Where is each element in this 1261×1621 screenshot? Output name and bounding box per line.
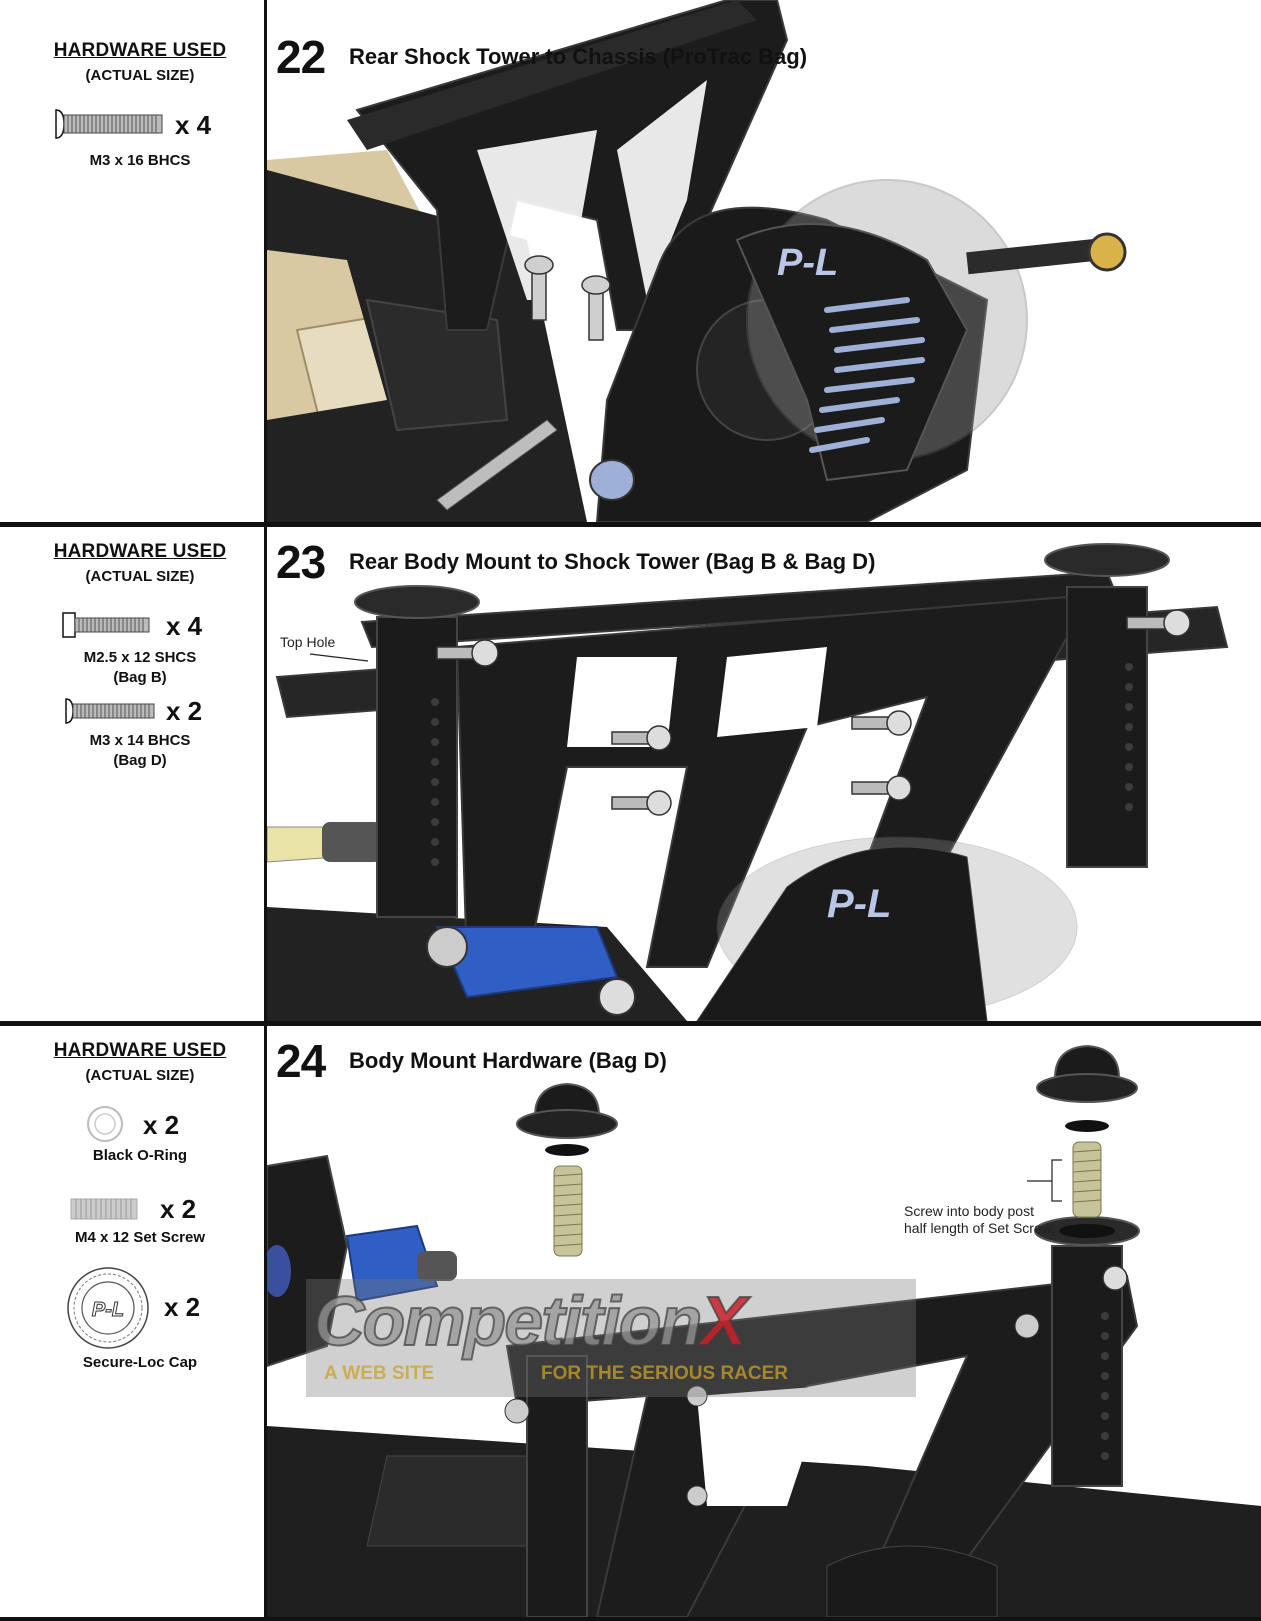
top-hole-callout: Top Hole: [280, 634, 336, 650]
part-name: M3 x 14 BHCS: [89, 732, 191, 749]
step-number: 24: [276, 1035, 326, 1087]
step-title: Rear Body Mount to Shock Tower (Bag B & …: [349, 549, 876, 574]
part-quantity: x 2: [166, 696, 203, 726]
button-head-screw-icon: [64, 697, 156, 725]
step-number: 22: [276, 31, 326, 83]
actual-size-label: (ACTUAL SIZE): [85, 67, 195, 84]
hardware-used-panel: HARDWARE USED (ACTUAL SIZE) x 4 M3 x 16 …: [0, 0, 264, 522]
step-title: Rear Shock Tower to Chassis (ProTrac Bag…: [349, 44, 808, 69]
hardware-used-panel: HARDWARE USED (ACTUAL SIZE) x 2 Black O-…: [0, 1026, 264, 1617]
step-title: Body Mount Hardware (Bag D): [349, 1048, 667, 1073]
part-bag-label: (Bag D): [113, 752, 167, 769]
step-23-panel: HARDWARE USED (ACTUAL SIZE) x 4 M2.5 x 1…: [0, 527, 1261, 1021]
button-head-screw-icon: [54, 108, 164, 140]
page-bottom-border: [0, 1617, 1261, 1621]
actual-size-label: (ACTUAL SIZE): [85, 568, 195, 585]
part-name: M3 x 16 BHCS: [89, 152, 191, 169]
part-quantity: x 2: [160, 1194, 197, 1224]
watermark-tagline-left: A WEB SITE: [324, 1363, 435, 1384]
hardware-used-heading: HARDWARE USED: [53, 541, 227, 562]
part-name: M4 x 12 Set Screw: [74, 1229, 206, 1246]
part-quantity: x 2: [143, 1110, 180, 1140]
hardware-used-panel: HARDWARE USED (ACTUAL SIZE) x 4 M2.5 x 1…: [0, 527, 264, 1021]
part-quantity: x 4: [166, 611, 203, 641]
pro-line-logo-icon: P-L: [827, 882, 891, 926]
part-quantity: x 4: [175, 110, 212, 140]
part-bag-label: (Bag B): [113, 669, 167, 686]
hardware-used-heading: HARDWARE USED: [53, 1040, 227, 1061]
part-name: Black O-Ring: [92, 1147, 188, 1164]
watermark-brand-accent: X: [699, 1281, 748, 1361]
step-22-panel: HARDWARE USED (ACTUAL SIZE) x 4 M3 x 16 …: [0, 0, 1261, 522]
pro-line-logo-icon: P-L: [777, 242, 838, 284]
sidebar-divider: [264, 0, 267, 1621]
socket-head-screw-icon: [62, 612, 152, 638]
hardware-used-heading: HARDWARE USED: [53, 40, 227, 61]
watermark-logo: CompetitionX: [313, 1281, 748, 1361]
pro-line-logo-icon: P-L: [92, 1299, 124, 1321]
part-quantity: x 2: [164, 1292, 201, 1322]
o-ring-icon: [86, 1105, 124, 1143]
step-divider: [0, 1021, 1261, 1026]
body-post-callout: Screw into body post half length of Set …: [904, 1203, 1055, 1237]
step-22-illustration: P-L: [267, 0, 1261, 522]
step-divider: [0, 522, 1261, 527]
step-24-illustration: [267, 1026, 1261, 1617]
callout-leader-line: [310, 653, 369, 662]
step-23-illustration: P-L: [267, 527, 1261, 1021]
part-name: M2.5 x 12 SHCS: [83, 649, 197, 666]
callout-line-2: half length of Set Screw.: [904, 1220, 1055, 1236]
actual-size-label: (ACTUAL SIZE): [85, 1067, 195, 1084]
part-name: Secure-Loc Cap: [82, 1354, 198, 1371]
watermark-brand: Competition: [313, 1281, 703, 1361]
step-number: 23: [276, 536, 326, 588]
watermark-tagline-right: FOR THE SERIOUS RACER: [541, 1363, 789, 1384]
watermark-banner: CompetitionX A WEB SITE FOR THE SERIOUS …: [306, 1279, 916, 1397]
set-screw-icon: [70, 1198, 138, 1220]
step-24-panel: HARDWARE USED (ACTUAL SIZE) x 2 Black O-…: [0, 1026, 1261, 1617]
callout-line-1: Screw into body post: [904, 1203, 1034, 1219]
secure-loc-cap-icon: P-L: [66, 1266, 150, 1350]
